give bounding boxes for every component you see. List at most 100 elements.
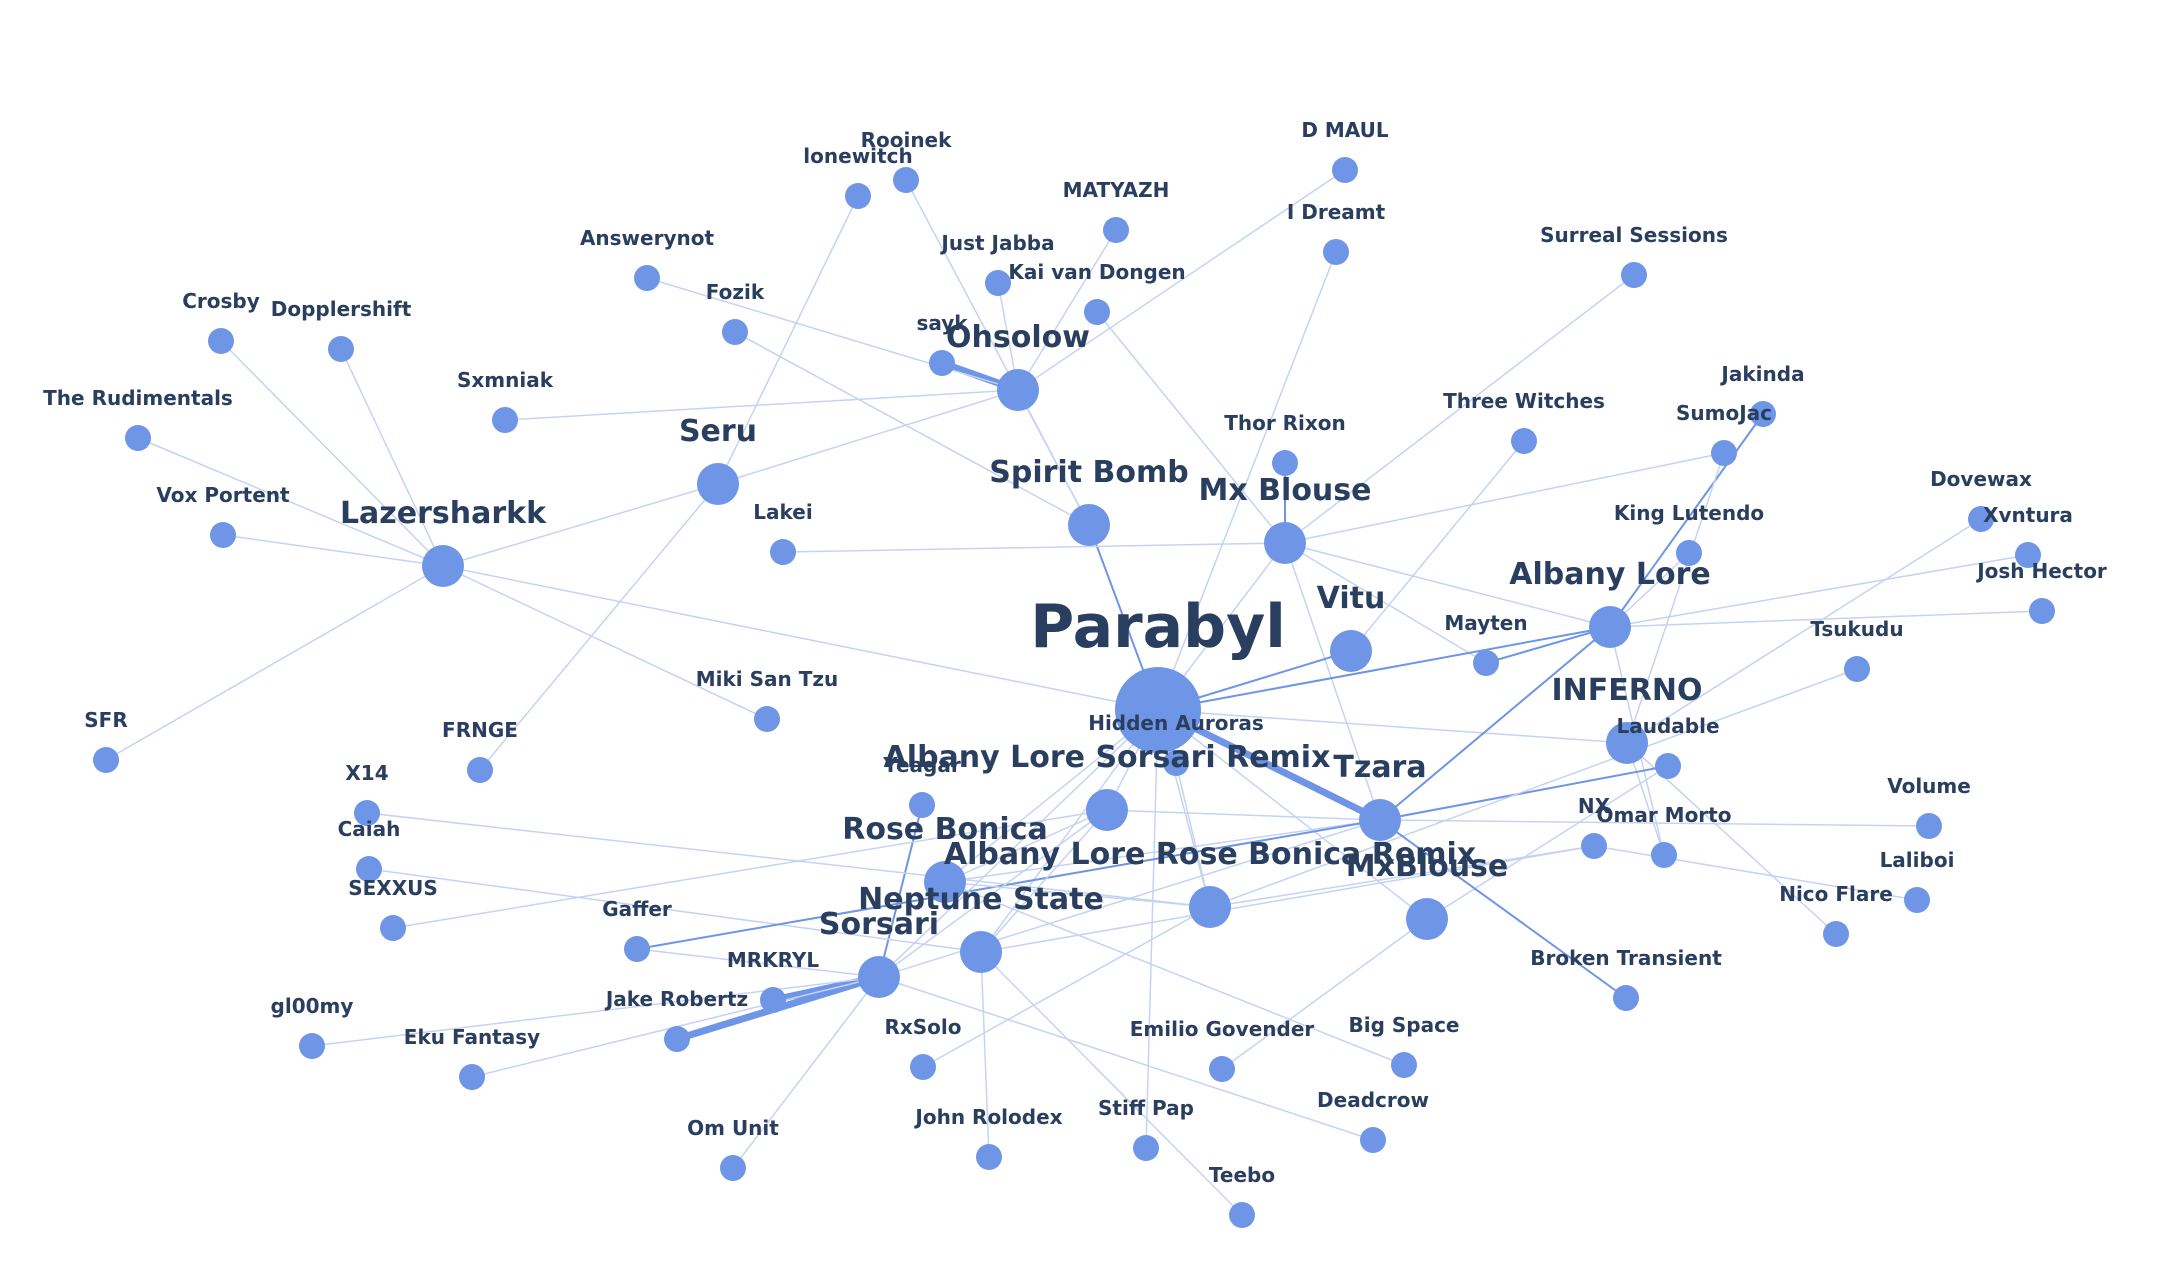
node-fozik[interactable] — [722, 319, 748, 345]
node-om-unit[interactable] — [720, 1155, 746, 1181]
node-rxsolo[interactable] — [910, 1054, 936, 1080]
node-label-sayk: sayk — [916, 311, 968, 335]
node-crosby[interactable] — [208, 328, 234, 354]
node-frnge[interactable] — [467, 757, 493, 783]
node-albany-lore[interactable] — [1589, 606, 1631, 648]
edge-parabyl-inferno — [1157, 709, 1628, 744]
node-lakei[interactable] — [770, 539, 796, 565]
edge-tzara-volume — [1379, 819, 1930, 827]
edge-seru-frnge — [479, 483, 719, 771]
node-parabyl[interactable] — [1115, 667, 1201, 753]
node-rose-bonica[interactable] — [924, 861, 966, 903]
node-nico-flare[interactable] — [1823, 921, 1849, 947]
node-just-jabba[interactable] — [985, 270, 1011, 296]
node-albany-lore-sorsari-remix[interactable] — [1086, 789, 1128, 831]
node-mrkryl[interactable] — [760, 987, 786, 1013]
node-hidden-auroras[interactable] — [1163, 750, 1189, 776]
node-vitu[interactable] — [1330, 630, 1372, 672]
edge-gl00my-sorsari — [311, 976, 880, 1047]
node-kai-van-dongen[interactable] — [1084, 299, 1110, 325]
node-nx[interactable] — [1581, 833, 1607, 859]
node-label-rxsolo: RxSolo — [884, 1015, 961, 1039]
node-label-sumojac: SumoJac — [1676, 401, 1772, 425]
node-inferno[interactable] — [1606, 722, 1648, 764]
node-jake-robertz[interactable] — [664, 1026, 690, 1052]
edge-sorsari-deadcrow — [878, 976, 1374, 1141]
node-ohsolow[interactable] — [997, 369, 1039, 411]
node-laudable[interactable] — [1655, 753, 1681, 779]
node-sfr[interactable] — [93, 747, 119, 773]
node-the-rudimentals[interactable] — [125, 425, 151, 451]
node-mayten[interactable] — [1473, 650, 1499, 676]
node-caiah[interactable] — [356, 856, 382, 882]
node-label-seru: Seru — [679, 414, 757, 449]
node-laliboi[interactable] — [1904, 887, 1930, 913]
node-x14[interactable] — [354, 800, 380, 826]
node-stiff-pap[interactable] — [1133, 1135, 1159, 1161]
edge-parabyl-sorsari — [878, 709, 1159, 978]
node-king-lutendo[interactable] — [1676, 540, 1702, 566]
node-jakinda[interactable] — [1750, 401, 1776, 427]
node-seru[interactable] — [697, 463, 739, 505]
node-i-dreamt[interactable] — [1323, 239, 1349, 265]
node-answerynot[interactable] — [634, 265, 660, 291]
node-spirit-bomb[interactable] — [1068, 504, 1110, 546]
node-sexxus[interactable] — [380, 915, 406, 941]
node-broken-transient[interactable] — [1613, 985, 1639, 1011]
edge-neptune-state-john-rolodex — [980, 951, 990, 1158]
node-label-lazersharkk: Lazersharkk — [340, 496, 547, 531]
node-label-thor-rixon: Thor Rixon — [1224, 411, 1346, 435]
node-yeagar[interactable] — [909, 792, 935, 818]
node-neptune-state[interactable] — [960, 931, 1002, 973]
node-label-miki-san-tzu: Miki San Tzu — [696, 667, 839, 691]
edge-seru-lazersharkk — [442, 483, 719, 567]
node-big-space[interactable] — [1391, 1052, 1417, 1078]
node-label-sexxus: SEXXUS — [348, 876, 438, 900]
node-dopplershift[interactable] — [328, 336, 354, 362]
node-vox-portent[interactable] — [210, 522, 236, 548]
edge-inferno-dovewax — [1626, 518, 1982, 744]
node-tzara[interactable] — [1359, 799, 1401, 841]
node-josh-hector[interactable] — [2029, 598, 2055, 624]
node-mx-blouse[interactable] — [1264, 522, 1306, 564]
node-teebo[interactable] — [1229, 1202, 1255, 1228]
node-omar-morto[interactable] — [1651, 842, 1677, 868]
node-gaffer[interactable] — [624, 936, 650, 962]
edge-emilio-govender-mxblouse — [1221, 918, 1428, 1070]
node-sayk[interactable] — [929, 350, 955, 376]
node-miki-san-tzu[interactable] — [754, 706, 780, 732]
node-tsukudu[interactable] — [1844, 656, 1870, 682]
node-label-hidden-auroras: Hidden Auroras — [1088, 711, 1264, 735]
node-gl00my[interactable] — [299, 1033, 325, 1059]
node-rooinek[interactable] — [893, 167, 919, 193]
node-label-parabyl: Parabyl — [1030, 592, 1286, 662]
node-albany-lore-rose-bonica-remix[interactable] — [1189, 886, 1231, 928]
node-eku-fantasy[interactable] — [459, 1064, 485, 1090]
node-sorsari[interactable] — [858, 956, 900, 998]
edge-nx-albany-lore-rose-bonica-remix — [1209, 845, 1595, 908]
node-sumojac[interactable] — [1711, 440, 1737, 466]
node-label-tsukudu: Tsukudu — [1810, 617, 1903, 641]
node-lonewitch[interactable] — [845, 183, 871, 209]
node-label-emilio-govender: Emilio Govender — [1130, 1017, 1315, 1041]
node-d-maul[interactable] — [1332, 157, 1358, 183]
node-deadcrow[interactable] — [1360, 1127, 1386, 1153]
node-volume[interactable] — [1916, 813, 1942, 839]
node-sxmniak[interactable] — [492, 407, 518, 433]
node-dovewax[interactable] — [1968, 506, 1994, 532]
node-john-rolodex[interactable] — [976, 1144, 1002, 1170]
node-label-big-space: Big Space — [1348, 1013, 1459, 1037]
edge-albany-lore-josh-hector — [1609, 610, 2043, 628]
node-lazersharkk[interactable] — [422, 545, 464, 587]
node-three-witches[interactable] — [1511, 428, 1537, 454]
node-label-ohsolow: Ohsolow — [946, 320, 1090, 355]
node-thor-rixon[interactable] — [1272, 450, 1298, 476]
node-matyazh[interactable] — [1103, 217, 1129, 243]
node-emilio-govender[interactable] — [1209, 1056, 1235, 1082]
edge-sexxus-albany-lore-sorsari-remix — [392, 809, 1108, 929]
node-mxblouse[interactable] — [1406, 898, 1448, 940]
edge-nx-laliboi — [1593, 845, 1918, 901]
node-surreal-sessions[interactable] — [1621, 262, 1647, 288]
node-xvntura[interactable] — [2015, 542, 2041, 568]
